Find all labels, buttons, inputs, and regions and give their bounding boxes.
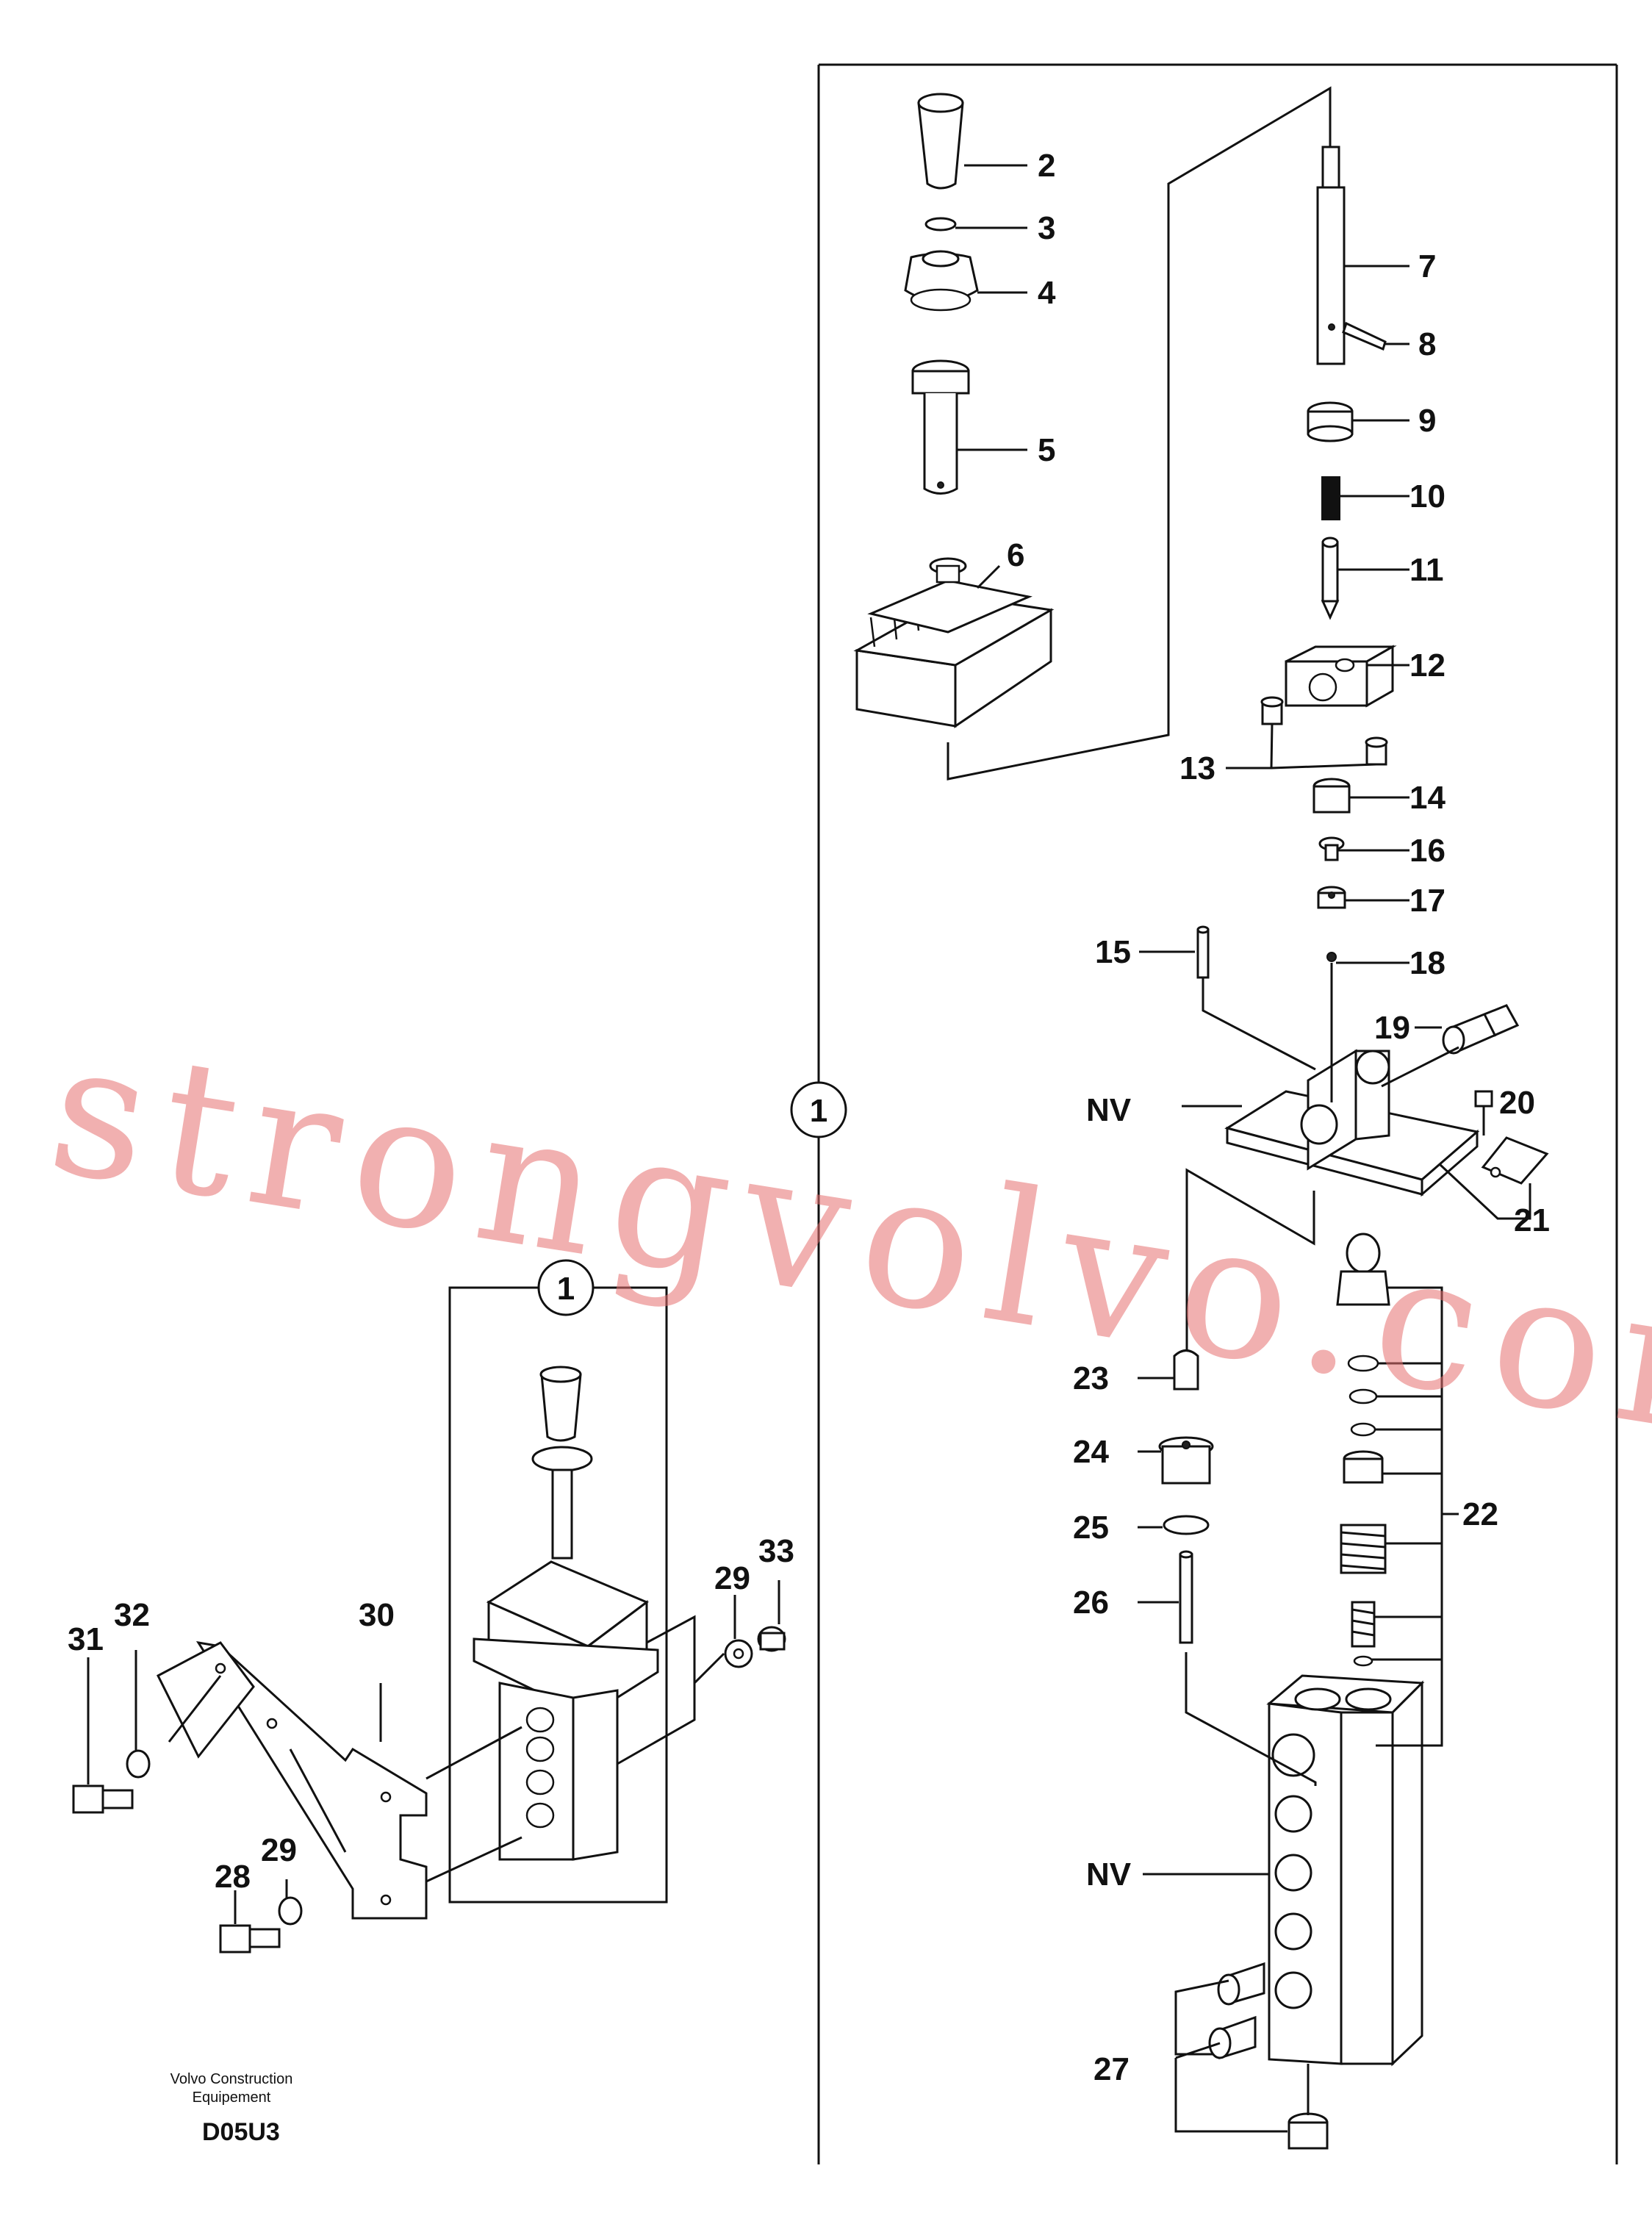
part-10-spring bbox=[1321, 476, 1340, 520]
part-label: 17 bbox=[1409, 883, 1446, 919]
part-label: 11 bbox=[1409, 552, 1444, 588]
assembly-frame bbox=[448, 1286, 668, 1904]
washer-29-nut-33 bbox=[724, 1626, 786, 1668]
part-label: 13 bbox=[1179, 750, 1215, 786]
nv-valve-body bbox=[1266, 1674, 1425, 2067]
callout-number-main: 1 bbox=[810, 1093, 827, 1129]
part-7-shaft bbox=[1316, 146, 1346, 365]
part-label: 7 bbox=[1418, 248, 1436, 284]
parts-22-stack bbox=[1336, 1233, 1390, 1776]
part-label: 19 bbox=[1374, 1010, 1410, 1046]
part-5-sleeve bbox=[911, 359, 970, 495]
part-label: 27 bbox=[1093, 2051, 1130, 2087]
part-label: 31 bbox=[68, 1621, 104, 1657]
lower-right-leaders bbox=[1138, 1286, 1459, 2133]
bolt-31-washer-32 bbox=[72, 1749, 151, 1814]
part-label: 2 bbox=[1038, 148, 1055, 184]
callout-number-assembly: 1 bbox=[557, 1271, 575, 1307]
nv-label-upper: NV bbox=[1086, 1092, 1132, 1128]
part-14-cap bbox=[1312, 778, 1351, 814]
part-15-pin bbox=[1196, 925, 1210, 979]
part-18-ball bbox=[1326, 952, 1337, 962]
nv-plate-upper bbox=[1224, 1049, 1480, 1197]
part-label: 8 bbox=[1418, 326, 1436, 362]
part-13-fittings bbox=[1260, 696, 1388, 766]
part-12-block bbox=[1285, 645, 1397, 708]
bracket-30 bbox=[157, 1640, 428, 1920]
nv-label-lower: NV bbox=[1086, 1856, 1132, 1893]
part-label: 22 bbox=[1462, 1496, 1498, 1532]
part-label: 23 bbox=[1073, 1360, 1109, 1396]
upper-right-leaders bbox=[1139, 265, 1531, 1356]
part-2-knob bbox=[917, 93, 964, 190]
part-label: 12 bbox=[1409, 647, 1446, 684]
bolt-28-washer-29 bbox=[219, 1896, 303, 1954]
part-21-bracket bbox=[1481, 1136, 1549, 1185]
parts-23-26 bbox=[1158, 1349, 1214, 1644]
part-label: 4 bbox=[1038, 275, 1056, 311]
upper-left-leaders bbox=[947, 86, 1332, 781]
part-label: 28 bbox=[215, 1859, 251, 1895]
part-19-bushing bbox=[1442, 1004, 1520, 1055]
part-17-washer bbox=[1317, 886, 1346, 909]
part-9-nut bbox=[1307, 401, 1354, 442]
part-label: 18 bbox=[1409, 945, 1446, 981]
part-label: 10 bbox=[1409, 478, 1446, 514]
part-label: 26 bbox=[1073, 1585, 1109, 1621]
assembled-joystick bbox=[473, 1366, 659, 1861]
part-label: 25 bbox=[1073, 1510, 1109, 1546]
part-3-ring bbox=[924, 217, 957, 232]
part-20-screw bbox=[1474, 1090, 1493, 1136]
part-11-pin bbox=[1321, 537, 1340, 620]
caption-line-2: Equipement bbox=[193, 2089, 271, 2106]
part-label: 6 bbox=[1007, 537, 1024, 573]
part-6-boot bbox=[853, 557, 1055, 728]
part-label: 5 bbox=[1038, 432, 1055, 468]
part-8-pin bbox=[1342, 321, 1387, 351]
drawing-code: D05U3 bbox=[202, 2118, 280, 2146]
part-label: 32 bbox=[114, 1597, 150, 1633]
callout-circle-assembly: 1 bbox=[537, 1259, 595, 1316]
part-16-plug bbox=[1318, 836, 1345, 861]
part-label: 14 bbox=[1409, 780, 1446, 816]
lower-left-leaders bbox=[87, 1580, 780, 1924]
watermark-text: strongvolvo.com bbox=[37, 1000, 1652, 1489]
part-label: 3 bbox=[1038, 210, 1055, 246]
part-label: 30 bbox=[359, 1597, 395, 1633]
part-label: 21 bbox=[1514, 1202, 1550, 1238]
callout-circle-main: 1 bbox=[790, 1081, 847, 1138]
part-labels: 2 3 4 5 6 7 8 9 10 11 12 13 14 16 17 15 … bbox=[68, 148, 1550, 2087]
caption-block: Volvo Construction Equipement D05U3 bbox=[170, 2071, 293, 2146]
part-label: 24 bbox=[1073, 1434, 1109, 1470]
part-label: 33 bbox=[758, 1533, 794, 1569]
caption-line-1: Volvo Construction bbox=[170, 2071, 293, 2087]
part-label: 20 bbox=[1499, 1085, 1535, 1121]
part-label: 29 bbox=[714, 1560, 750, 1596]
part-label: 16 bbox=[1409, 833, 1446, 869]
part-label: 9 bbox=[1418, 403, 1436, 439]
watermark: strongvolvo.com bbox=[37, 1000, 1652, 1489]
part-label: 29 bbox=[261, 1832, 297, 1868]
part-label: 15 bbox=[1095, 934, 1131, 970]
part-4-cap bbox=[904, 250, 979, 312]
